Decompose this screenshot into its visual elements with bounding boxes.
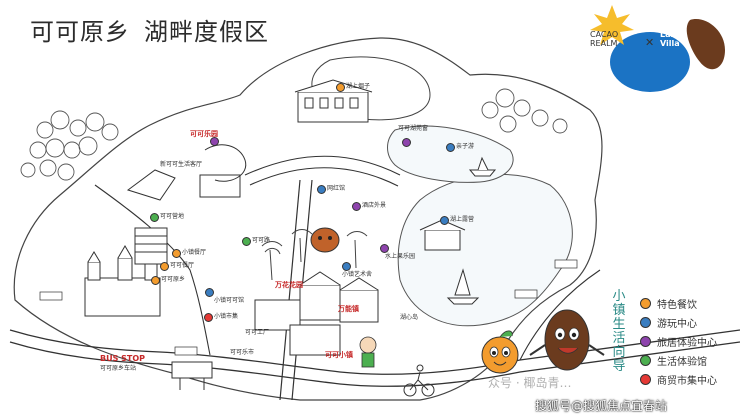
blue-dot-icon (640, 316, 651, 328)
map-label[interactable]: 小镇艺术舍 (342, 271, 373, 278)
pin-orange[interactable] (151, 276, 160, 285)
road-main-edge (9, 341, 740, 387)
footer-credit: 搜狐号@搜狐焦点宜春站 (535, 399, 668, 413)
legend-item-stay: 旅居体验中心 (640, 335, 717, 349)
bus-stop-sign (171, 361, 213, 390)
orange-dot-icon (640, 297, 651, 309)
road-sign-left (39, 291, 198, 356)
map-label[interactable]: 湖上烟子 (346, 83, 371, 90)
pin-blue[interactable] (205, 288, 214, 297)
sailboat (446, 268, 480, 305)
legend-item-market: 商贸市集中心 (640, 373, 717, 387)
pin-orange[interactable] (336, 83, 345, 92)
pin-orange[interactable] (172, 249, 181, 258)
playground (126, 144, 247, 201)
trees-cluster-right (481, 88, 568, 134)
pin-red[interactable] (204, 313, 213, 322)
cyclist (403, 364, 435, 397)
pin-blue[interactable] (342, 262, 351, 271)
legend-item-life: 生活体验馆 (640, 354, 707, 368)
villa-building (294, 79, 373, 123)
lake-shape (397, 173, 573, 327)
pin-purple[interactable] (352, 202, 361, 211)
map-label[interactable]: 可可餐厅 (170, 262, 195, 269)
map-label[interactable]: 万能镇 (338, 305, 359, 313)
cacao-pod-icon (686, 19, 725, 70)
palm-trees (261, 229, 368, 281)
cacao-mascot (529, 309, 605, 371)
map-label[interactable]: 小镇可可馆 (214, 297, 245, 304)
road-vertical (279, 179, 301, 401)
pin-blue[interactable] (317, 185, 326, 194)
map-label[interactable]: 可可工厂 (245, 329, 270, 336)
map-label[interactable]: 可可湖苑窗 (398, 125, 429, 132)
brand-logo-shapes (590, 5, 725, 92)
map-label[interactable]: 湖心岛 (400, 314, 419, 321)
pin-orange[interactable] (160, 262, 169, 271)
pin-purple[interactable] (210, 137, 219, 146)
green-dot-icon (640, 354, 651, 366)
girl-mascot (359, 336, 377, 368)
map-label[interactable]: 小镇餐厅 (182, 249, 207, 256)
map-label[interactable]: 可可小镇 (325, 351, 353, 359)
map-label[interactable]: 水上果乐园 (385, 253, 416, 260)
upper-lake (387, 125, 514, 183)
map-label[interactable]: 可可乐市 (230, 349, 255, 356)
apartment-building (134, 227, 168, 265)
road-left (94, 184, 211, 356)
red-panda-mascot (310, 227, 340, 253)
map-label[interactable]: 小镇市集 (214, 313, 239, 320)
map-label[interactable]: 可可路 (252, 237, 271, 244)
purple-dot-icon (640, 335, 651, 347)
town-buildings (254, 271, 379, 356)
small-boat (468, 156, 497, 177)
road-upper (244, 155, 401, 176)
pin-purple[interactable] (380, 244, 389, 253)
map-label[interactable]: 网红馆 (327, 185, 346, 192)
map-label[interactable]: 可可乐园 (190, 130, 218, 138)
orange-mascot (481, 330, 519, 374)
map-label[interactable]: 酒店外景 (362, 202, 387, 209)
watermark: 众号 · 椰岛青… (488, 376, 572, 390)
road-sign-right (514, 259, 578, 299)
legend-item-dining: 特色餐饮 (640, 297, 697, 311)
map-label[interactable]: 万花花园 (275, 281, 303, 289)
legend-title: 小镇生活向导 (612, 289, 626, 374)
pin-blue[interactable] (446, 143, 455, 152)
map-label[interactable]: 湖上露营 (450, 216, 475, 223)
road-main (9, 329, 740, 375)
pin-blue[interactable] (440, 216, 449, 225)
legend-item-play: 游玩中心 (640, 316, 697, 330)
trees-cluster-left (20, 110, 119, 181)
sun-icon (590, 5, 634, 45)
pin-green[interactable] (150, 213, 159, 222)
map-label[interactable]: 亲子游 (456, 143, 475, 150)
map-label[interactable]: 新可可生活客厅 (160, 161, 203, 168)
road-upper-edge (249, 167, 399, 187)
brand-separator: ✕ (645, 36, 655, 49)
pin-purple[interactable] (402, 138, 411, 147)
map-label[interactable]: 可可原乡 (161, 276, 186, 283)
road-right (519, 269, 601, 361)
pin-green[interactable] (242, 237, 251, 246)
red-dot-icon (640, 373, 651, 385)
page-title: 可可原乡湖畔度假区 (30, 18, 269, 46)
map-label[interactable]: 可可营地 (160, 213, 185, 220)
